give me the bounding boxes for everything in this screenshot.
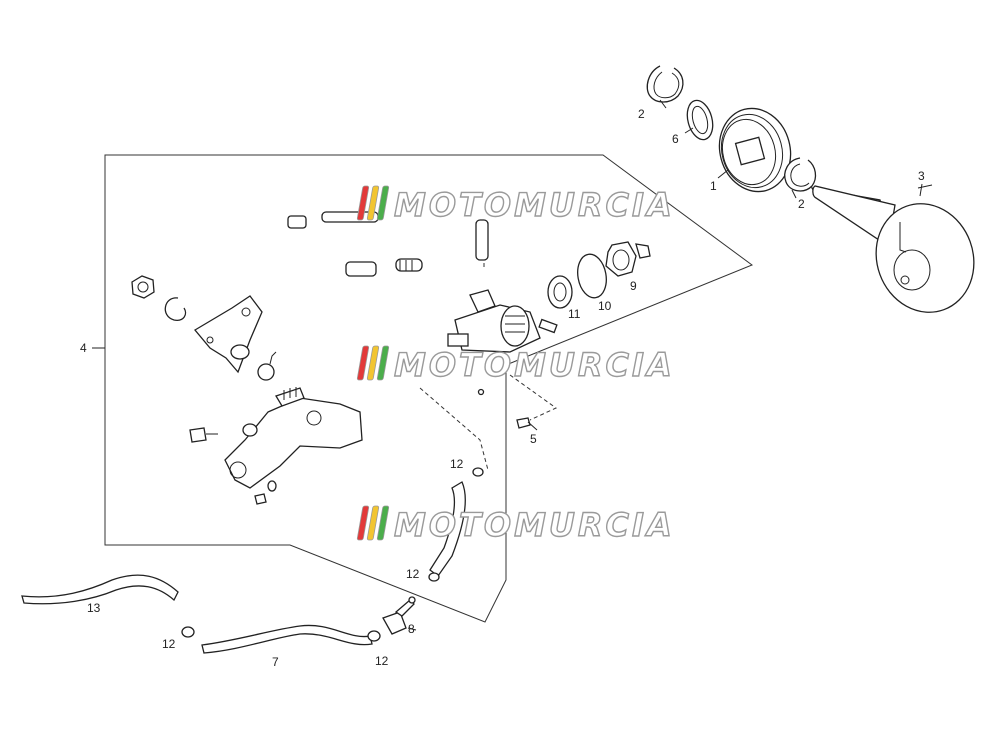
gear-part-9 (605, 241, 651, 277)
spring (257, 351, 277, 381)
nut-and-washer (131, 275, 187, 321)
watermark-bar-red (356, 345, 370, 381)
pump-bracket (189, 387, 363, 505)
watermark-text: MOTOMURCIA (394, 346, 675, 384)
pins (287, 211, 489, 277)
watermark-text: MOTOMURCIA (394, 506, 675, 544)
callout-8: 8 (408, 622, 415, 636)
lever-plate (194, 295, 263, 374)
hose-part-13 (21, 574, 179, 605)
bearing-part-11 (547, 275, 573, 309)
callout-4: 4 (80, 341, 87, 355)
callout-2-bottom: 2 (798, 197, 805, 211)
shaft-hub-part-3 (810, 183, 975, 313)
pulley-part-1 (717, 107, 792, 193)
watermark-2: MOTOMURCIA (356, 345, 675, 385)
callout-labels: 1 2 2 3 4 5 6 7 8 9 10 11 12 12 12 12 13 (80, 107, 925, 669)
watermark-bar-yellow (366, 345, 380, 381)
watermark-bar-yellow (366, 185, 380, 221)
assembly-frame (104, 154, 754, 623)
valve-part-8 (382, 596, 417, 635)
callout-10: 10 (598, 299, 612, 313)
watermark-bar-red (356, 185, 370, 221)
callout-12-hose-bottom: 12 (406, 567, 420, 581)
callout-12-right: 12 (375, 654, 389, 668)
watermark-1: MOTOMURCIA (356, 185, 675, 225)
callout-12-left: 12 (162, 637, 176, 651)
callout-11: 11 (568, 307, 581, 321)
watermark-bar-red (356, 505, 370, 541)
callout-3: 3 (918, 169, 925, 183)
callout-2-top: 2 (638, 107, 645, 121)
callout-6: 6 (672, 132, 679, 146)
callout-7: 7 (272, 655, 279, 669)
watermark-bar-green (376, 345, 390, 381)
callout-1: 1 (710, 179, 717, 193)
watermark-text: MOTOMURCIA (394, 186, 675, 224)
watermark-bar-yellow (366, 505, 380, 541)
watermark-bar-green (376, 185, 390, 221)
watermark-bar-green (376, 505, 390, 541)
circlip-part-2-bottom (784, 157, 817, 199)
hose-vertical (428, 467, 484, 582)
oil-pump-body (447, 289, 558, 396)
watermark-3: MOTOMURCIA (356, 505, 675, 545)
callout-9: 9 (630, 279, 637, 293)
dashed-connectors (419, 228, 557, 471)
circlip-part-2-top (646, 65, 684, 109)
callout-13: 13 (87, 601, 101, 615)
screw-part-5 (516, 417, 538, 431)
callout-12-hose-top: 12 (450, 457, 464, 471)
callout-5: 5 (530, 432, 537, 446)
oring-part-10 (577, 253, 607, 299)
hose-part-7 (181, 624, 381, 654)
ring-part-6 (684, 99, 714, 141)
